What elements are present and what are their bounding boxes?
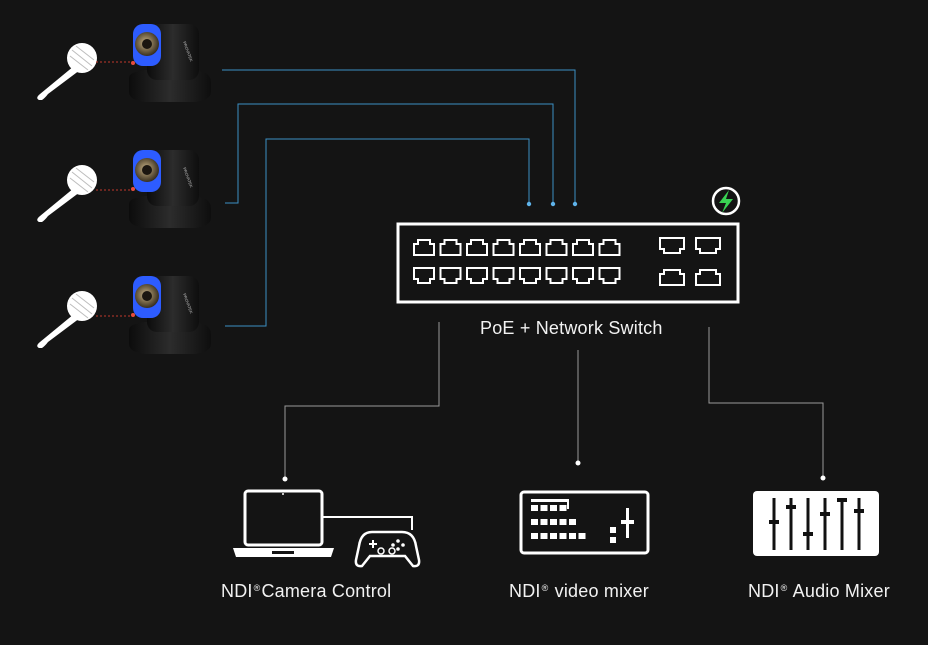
mixer-key xyxy=(540,505,548,511)
gamepad-cable xyxy=(323,516,413,530)
mixer-key xyxy=(540,533,548,539)
fader-track xyxy=(840,498,844,550)
mixer-key xyxy=(531,533,538,539)
ethernet-port xyxy=(439,267,462,284)
microphone-icon xyxy=(37,43,97,100)
audio-mixer-label: NDI® Audio Mixer xyxy=(748,581,890,602)
registered-mark: ® xyxy=(780,583,788,593)
audio-mixer-prefix: NDI xyxy=(748,581,780,601)
fader-track xyxy=(823,498,827,550)
fader-knob xyxy=(803,532,813,536)
camera-2-link xyxy=(225,103,554,204)
lightning-bolt-icon xyxy=(711,186,741,216)
registered-mark: ® xyxy=(541,583,549,593)
ethernet-port xyxy=(572,267,594,284)
device-links xyxy=(284,322,824,478)
ethernet-port xyxy=(519,239,541,256)
ethernet-port xyxy=(545,239,568,256)
microphone-icon xyxy=(37,291,97,348)
ptz-camera: PROVATEK xyxy=(129,150,211,228)
ethernet-port xyxy=(492,239,515,256)
mic-audio-links xyxy=(96,61,130,317)
ethernet-port xyxy=(545,267,568,284)
mixer-key xyxy=(559,505,567,511)
mixer-key xyxy=(569,533,576,539)
mixer-key xyxy=(559,533,567,539)
ethernet-port xyxy=(598,239,621,256)
switch-label: PoE + Network Switch xyxy=(480,318,663,338)
ethernet-port xyxy=(492,267,515,284)
ethernet-port xyxy=(439,239,462,256)
mixer-key xyxy=(559,519,567,525)
switch-ports xyxy=(413,237,721,286)
video-mixer-prefix: NDI xyxy=(509,581,541,601)
fader-knob xyxy=(837,498,847,502)
camera-3-link xyxy=(225,138,530,327)
ethernet-port xyxy=(695,269,721,286)
camera-network-links xyxy=(222,69,576,327)
network-switch xyxy=(396,222,740,304)
mixer-key xyxy=(531,505,538,511)
mixer-key xyxy=(578,533,586,539)
audio-mixer-text: Audio Mixer xyxy=(788,581,890,601)
mixer-key xyxy=(569,519,576,525)
audio-mixer-icon xyxy=(753,491,879,556)
registered-mark: ® xyxy=(253,583,261,593)
microphone-icon xyxy=(37,165,97,222)
ethernet-port xyxy=(413,239,435,256)
video-mixer-icon xyxy=(519,490,650,555)
fader-knob xyxy=(786,505,796,509)
laptop-icon xyxy=(233,489,334,557)
ethernet-port xyxy=(466,239,488,256)
device-link-dots xyxy=(282,460,826,482)
link-endpoint-dots xyxy=(526,201,578,207)
mixer-key xyxy=(550,519,557,525)
mixer-key xyxy=(550,505,557,511)
ethernet-port xyxy=(659,269,685,286)
ethernet-port xyxy=(572,239,594,256)
camera-1-link xyxy=(222,69,576,203)
mixer-key xyxy=(540,519,548,525)
ethernet-port xyxy=(466,267,488,284)
fader-track xyxy=(789,498,793,550)
mixer-key xyxy=(550,533,557,539)
fader-knob xyxy=(820,512,830,516)
fader-track xyxy=(857,498,861,550)
camera-control-prefix: NDI xyxy=(221,581,253,601)
ethernet-port xyxy=(695,237,721,254)
ethernet-port xyxy=(598,267,621,284)
video-mixer-text: video mixer xyxy=(549,581,649,601)
ptz-camera: PROVATEK xyxy=(129,276,211,354)
ethernet-port xyxy=(659,237,685,254)
fader-knob xyxy=(854,509,864,513)
ethernet-port xyxy=(519,267,541,284)
camera-control-link xyxy=(284,322,440,478)
mixer-key xyxy=(531,519,538,525)
gamepad-icon xyxy=(354,530,421,568)
ptz-camera: PROVATEK xyxy=(129,24,211,102)
video-mixer-label: NDI® video mixer xyxy=(509,581,649,602)
camera-control-text: Camera Control xyxy=(261,581,392,601)
fader-knob xyxy=(769,520,779,524)
camera-control-label: NDI®Camera Control xyxy=(221,581,391,602)
audio-mixer-link xyxy=(708,327,824,477)
fader-track xyxy=(806,498,810,550)
ethernet-port xyxy=(413,267,435,284)
